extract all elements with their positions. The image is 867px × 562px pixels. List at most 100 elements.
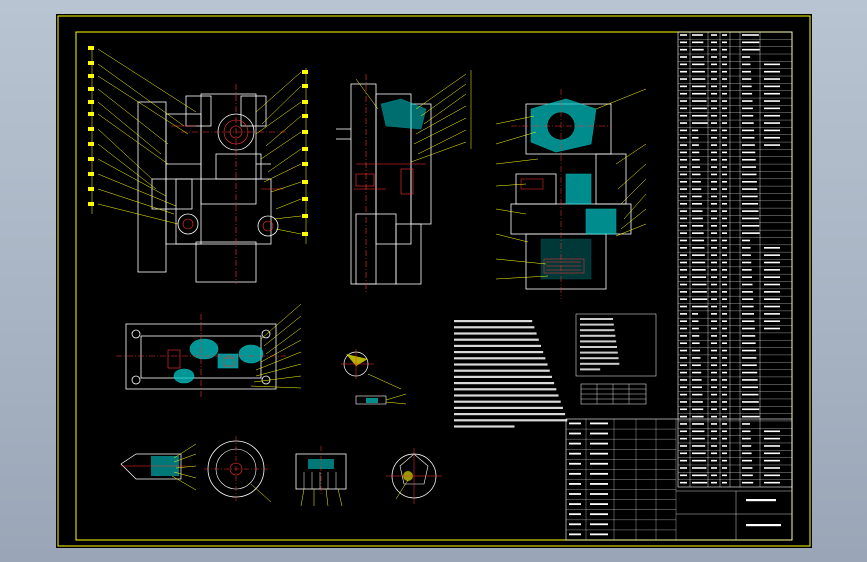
- title-line: [590, 493, 608, 495]
- spec-table: [575, 313, 657, 405]
- parts-row: [680, 114, 780, 117]
- side-view[interactable]: [336, 70, 472, 294]
- parts-row: [680, 107, 780, 110]
- parts-row: [680, 217, 759, 220]
- note-line: [454, 344, 541, 347]
- detail-b[interactable]: [120, 443, 197, 491]
- note-line: [454, 375, 552, 378]
- parts-row: [680, 283, 780, 286]
- parts-row: [680, 393, 759, 396]
- parts-row: [680, 56, 751, 58]
- title-line: [569, 483, 581, 485]
- title-line: [569, 422, 581, 425]
- front-view[interactable]: [88, 46, 308, 284]
- parts-row: [680, 129, 780, 132]
- parts-row: [680, 210, 759, 212]
- parts-row: [680, 291, 780, 293]
- title-line: [569, 513, 581, 516]
- parts-row: [680, 261, 780, 264]
- title-line: [569, 432, 581, 435]
- parts-row: [680, 474, 780, 477]
- spec-line: [580, 368, 601, 371]
- parts-row: [680, 430, 780, 433]
- parts-row: [680, 254, 780, 256]
- title-line: [569, 442, 581, 445]
- title-line: [569, 493, 581, 495]
- title-line: [590, 462, 608, 465]
- parts-row: [680, 335, 756, 337]
- detail-a[interactable]: [341, 349, 407, 405]
- parts-row: [680, 195, 758, 198]
- parts-row: [680, 173, 757, 176]
- parts-row: [680, 320, 780, 323]
- section-view[interactable]: [495, 88, 647, 299]
- title-line: [569, 472, 581, 475]
- parts-row: [680, 437, 780, 440]
- parts-row: [680, 144, 780, 146]
- parts-row: [680, 371, 758, 374]
- note-line: [454, 394, 559, 397]
- parts-row: [680, 239, 751, 242]
- parts-row: [680, 423, 751, 425]
- title-line: [569, 462, 581, 465]
- note-line: [454, 332, 537, 335]
- parts-row: [680, 247, 780, 249]
- title-line: [569, 533, 581, 536]
- note-line: [454, 419, 568, 422]
- parts-row: [680, 408, 760, 411]
- detail-e[interactable]: [386, 448, 442, 504]
- parts-row: [680, 100, 780, 102]
- detail-c[interactable]: [204, 436, 272, 503]
- spec-line: [580, 329, 615, 332]
- parts-row: [680, 327, 780, 330]
- outer-border: [57, 15, 811, 547]
- title-line: [590, 422, 608, 425]
- note-line: [454, 351, 544, 354]
- parts-row: [680, 85, 780, 88]
- technical-notes: [454, 320, 568, 428]
- detail-d[interactable]: [295, 446, 347, 507]
- parts-row: [680, 349, 757, 352]
- note-line: [454, 406, 563, 409]
- parts-row: [680, 166, 757, 168]
- parts-row: [680, 48, 760, 51]
- parts-row: [680, 467, 780, 469]
- parts-row: [680, 276, 780, 278]
- note-line: [454, 400, 561, 403]
- parts-row: [680, 136, 780, 139]
- title-line: [590, 442, 608, 445]
- note-line: [454, 326, 535, 329]
- title-line: [590, 472, 608, 475]
- title-line: [746, 499, 776, 502]
- parts-row: [680, 202, 759, 205]
- note-line: [454, 357, 546, 360]
- title-line: [746, 524, 781, 527]
- parts-row: [680, 41, 760, 44]
- parts-row: [680, 34, 759, 36]
- parts-row: [680, 342, 756, 345]
- parts-row: [680, 180, 757, 183]
- cad-viewport[interactable]: [56, 14, 812, 548]
- parts-row: [680, 298, 780, 300]
- title-line: [590, 523, 608, 526]
- note-line: [454, 338, 539, 341]
- parts-row: [680, 459, 780, 462]
- parts-row: [680, 188, 758, 190]
- spec-line: [580, 318, 613, 320]
- parts-row: [680, 386, 759, 389]
- note-line: [454, 382, 555, 385]
- note-line: [454, 413, 566, 416]
- parts-row: [680, 452, 780, 455]
- parts-row: [680, 481, 780, 484]
- note-line: [454, 363, 548, 366]
- plan-view[interactable]: [116, 303, 302, 399]
- spec-line: [580, 351, 618, 354]
- title-line: [590, 513, 608, 516]
- parts-row: [680, 70, 780, 73]
- parts-row: [680, 92, 780, 95]
- title-line: [590, 452, 608, 455]
- title-line: [569, 523, 581, 526]
- spec-line: [580, 357, 619, 360]
- spec-line: [580, 346, 617, 348]
- parts-row: [680, 269, 780, 271]
